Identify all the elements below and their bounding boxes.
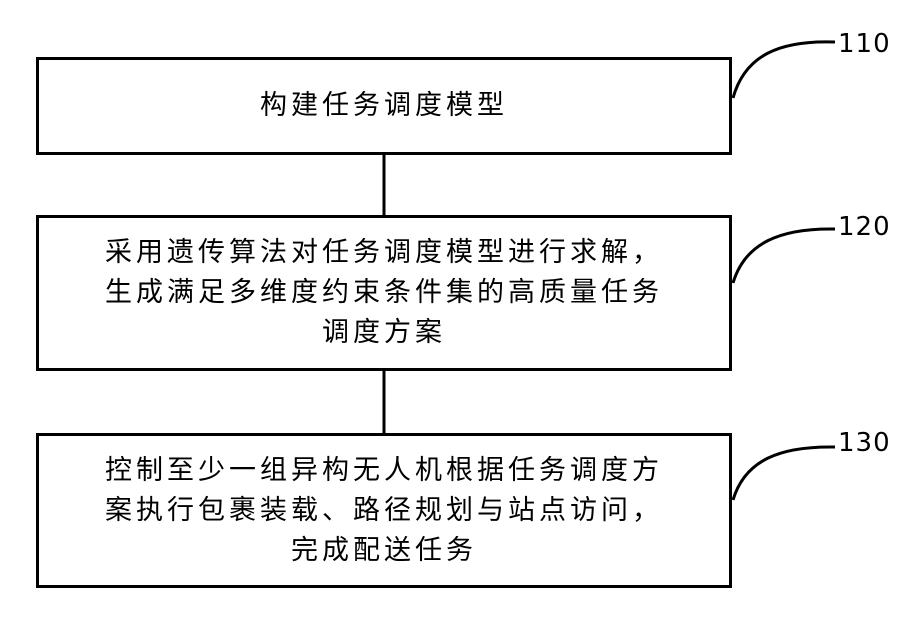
step-text-130: 控制至少一组异构无人机根据任务调度方 案执行包裹装载、路径规划与站点访问， 完成… xyxy=(105,451,663,571)
step-number-120: 120 xyxy=(838,212,891,242)
leader-line-120 xyxy=(733,229,835,283)
step-130-line-1: 控制至少一组异构无人机根据任务调度方 xyxy=(105,451,663,491)
step-130-line-2: 案执行包裹装载、路径规划与站点访问， xyxy=(105,491,663,531)
step-110-line-1: 构建任务调度模型 xyxy=(260,86,508,126)
step-120-line-2: 生成满足多维度约束条件集的高质量任务 xyxy=(105,273,663,313)
step-120-line-1: 采用遗传算法对任务调度模型进行求解， xyxy=(105,233,663,273)
step-box-120: 采用遗传算法对任务调度模型进行求解， 生成满足多维度约束条件集的高质量任务 调度… xyxy=(36,215,732,371)
step-text-120: 采用遗传算法对任务调度模型进行求解， 生成满足多维度约束条件集的高质量任务 调度… xyxy=(105,233,663,353)
step-130-line-3: 完成配送任务 xyxy=(105,531,663,571)
step-number-110: 110 xyxy=(838,29,891,59)
leader-line-110 xyxy=(733,42,835,98)
step-box-110: 构建任务调度模型 xyxy=(36,57,732,155)
step-text-110: 构建任务调度模型 xyxy=(260,86,508,126)
step-box-130: 控制至少一组异构无人机根据任务调度方 案执行包裹装载、路径规划与站点访问， 完成… xyxy=(36,433,732,588)
step-number-130: 130 xyxy=(838,428,891,458)
step-120-line-3: 调度方案 xyxy=(105,313,663,353)
leader-line-130 xyxy=(733,447,835,500)
